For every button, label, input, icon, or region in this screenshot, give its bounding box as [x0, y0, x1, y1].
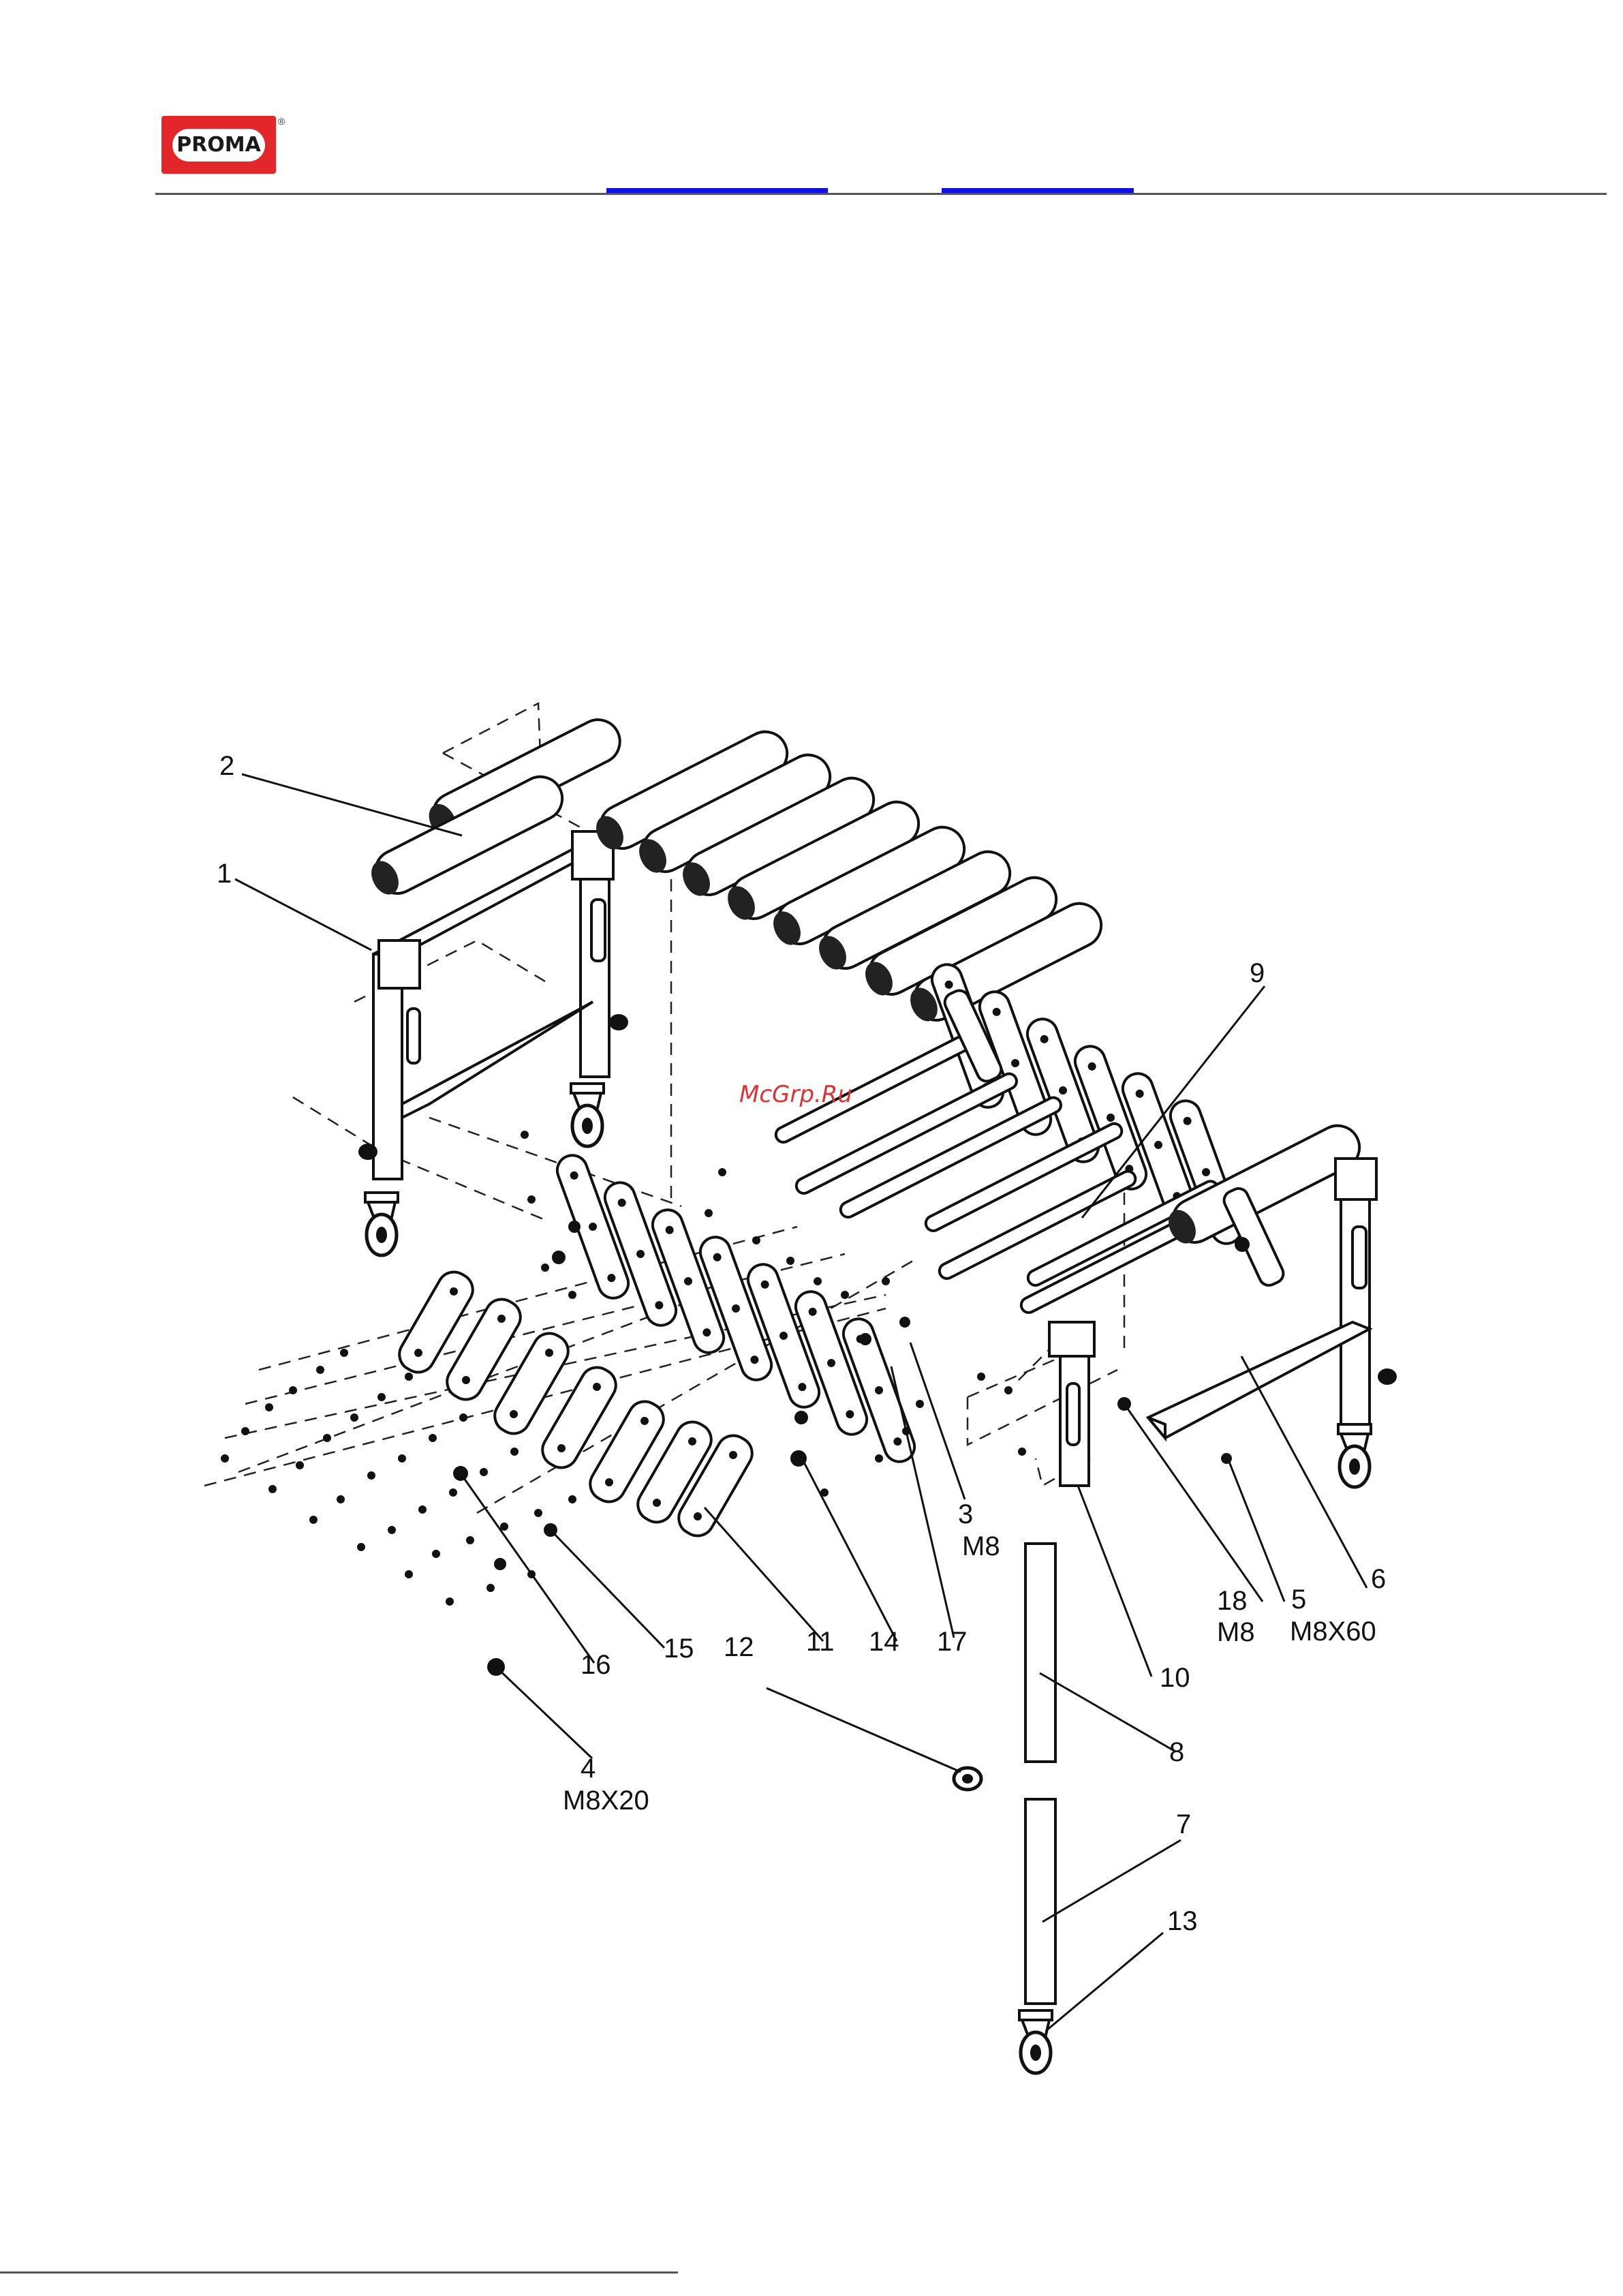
- callout-12: 12: [724, 1632, 754, 1662]
- center-leg: [1025, 1322, 1094, 2004]
- callout-17: 17: [937, 1627, 968, 1657]
- callout-10: 10: [1160, 1663, 1190, 1693]
- callout-15: 15: [664, 1634, 694, 1664]
- callout-5-spec: M8X60: [1290, 1617, 1376, 1647]
- callout-11: 11: [806, 1627, 835, 1657]
- callout-18-spec: M8: [1217, 1617, 1255, 1647]
- callout-4: 4: [581, 1754, 596, 1784]
- callout-1: 1: [217, 859, 232, 889]
- callout-16: 16: [581, 1650, 611, 1680]
- callout-18: 18: [1217, 1586, 1248, 1616]
- callout-8: 8: [1169, 1737, 1184, 1767]
- right-frame-knob: [1378, 1368, 1397, 1385]
- callout-3-spec: M8: [962, 1531, 1000, 1561]
- callout-6: 6: [1371, 1564, 1386, 1594]
- roller-set: [589, 724, 1109, 1030]
- callout-13: 13: [1167, 1906, 1198, 1936]
- footer-divider: [0, 2271, 678, 2274]
- callout-14: 14: [869, 1627, 899, 1657]
- callout-5: 5: [1291, 1585, 1306, 1614]
- watermark: McGrp.Ru: [739, 1081, 852, 1108]
- callout-4-spec: M8X20: [563, 1786, 649, 1816]
- callout-9: 9: [1250, 958, 1265, 988]
- callout-3: 3: [958, 1499, 973, 1529]
- callout-2: 2: [219, 751, 234, 781]
- callout-7: 7: [1176, 1809, 1191, 1839]
- right-frame-caster: [1338, 1424, 1371, 1487]
- knob-part-12-center: [962, 1774, 973, 1784]
- center-leg-caster: [1019, 2010, 1052, 2073]
